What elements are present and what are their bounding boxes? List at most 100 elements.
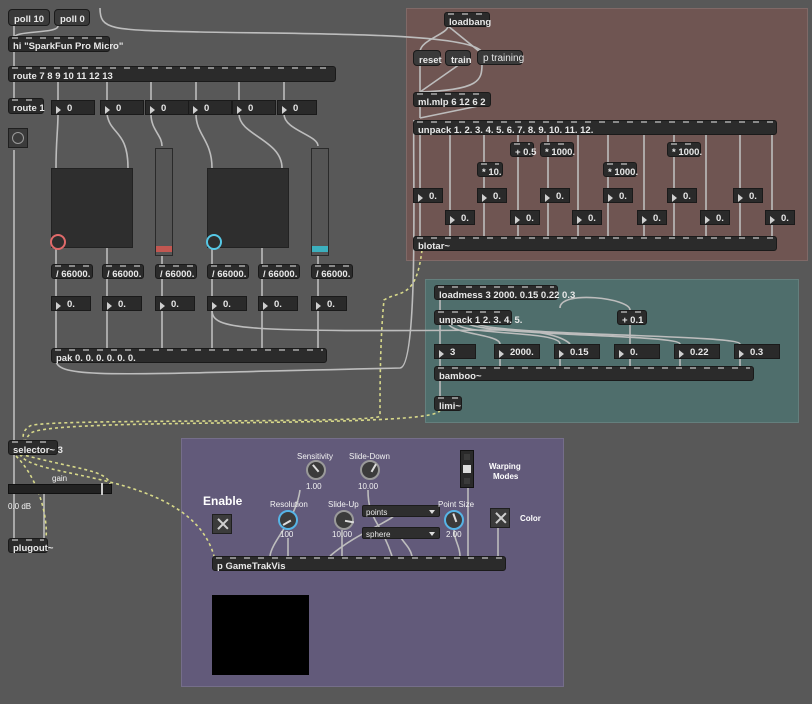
modes-label: Modes (493, 472, 519, 481)
poll-10-message[interactable]: poll 10 (8, 9, 50, 26)
loadbang-object[interactable]: loadbang (444, 12, 491, 28)
times-1000-object[interactable]: * 1000. (667, 142, 702, 158)
number-box[interactable]: 0. (155, 296, 195, 311)
divide-object[interactable]: / 66000. (311, 264, 353, 280)
color-toggle[interactable] (490, 508, 510, 528)
loadmess-object[interactable]: loadmess 3 2000. 0.15 0.22 0.3 (434, 285, 575, 301)
pak-object[interactable]: pak 0. 0. 0. 0. 0. 0. (51, 348, 327, 364)
number-box[interactable]: 0. (603, 188, 633, 203)
number-box[interactable]: 0. (510, 210, 540, 225)
number-box[interactable]: 0. (540, 188, 570, 203)
warping-radio-option[interactable] (464, 454, 470, 460)
divide-object[interactable]: / 66000. (102, 264, 144, 280)
number-box[interactable]: 3 (434, 344, 476, 359)
mode-points-menu[interactable]: points (362, 505, 440, 517)
poll-0-message[interactable]: poll 0 (54, 9, 90, 26)
point-size-label: Point Size (438, 500, 475, 509)
sensitivity-dial[interactable] (306, 460, 326, 480)
xy-pad-left-handle[interactable] (50, 234, 66, 250)
number-box[interactable]: 0. (311, 296, 347, 311)
train-message[interactable]: train (445, 50, 472, 66)
slide-up-value: 10.00 (332, 530, 353, 539)
route-object[interactable]: route 7 8 9 10 11 12 13 (8, 66, 336, 82)
number-box[interactable]: 0.15 (554, 344, 600, 359)
slider-left[interactable] (155, 148, 173, 256)
slider-left-knob[interactable] (156, 246, 172, 252)
sensitivity-label: Sensitivity (297, 452, 334, 461)
unpack-12-object[interactable]: unpack 1. 2. 3. 4. 5. 6. 7. 8. 9. 10. 11… (413, 120, 777, 136)
plus-01-object[interactable]: + 0.1 (617, 310, 647, 326)
slide-down-dial[interactable] (360, 460, 380, 480)
button-bang[interactable] (8, 128, 28, 148)
slide-down-label: Slide-Down (349, 452, 390, 461)
selector-object[interactable]: selector~ 3 (8, 440, 63, 456)
number-box[interactable]: 0. (700, 210, 730, 225)
limi-object[interactable]: limi~ (434, 396, 462, 412)
mode-sphere-menu[interactable]: sphere (362, 527, 440, 539)
times-1000-object[interactable]: * 1000. (540, 142, 575, 158)
plus-05-object[interactable]: + 0.5 (510, 142, 536, 158)
warping-radio-selected[interactable] (463, 465, 471, 473)
number-box[interactable]: 0. (572, 210, 602, 225)
enable-label: Enable (203, 494, 243, 508)
hi-object[interactable]: hi "SparkFun Pro Micro" (8, 36, 123, 52)
number-box[interactable]: 0. (765, 210, 795, 225)
point-size-dial[interactable] (444, 510, 464, 530)
enable-toggle[interactable] (212, 514, 232, 534)
number-box[interactable]: 0. (445, 210, 475, 225)
divide-object[interactable]: / 66000. (51, 264, 93, 280)
bang-circle (12, 132, 24, 144)
slide-down-value: 10.00 (358, 482, 379, 491)
ml-mlp-object[interactable]: ml.mlp 6 12 6 2 (413, 92, 491, 108)
plugout-object[interactable]: plugout~ (8, 538, 53, 554)
blotar-object[interactable]: blotar~ (413, 236, 777, 252)
divide-object[interactable]: / 66000. (207, 264, 249, 280)
slider-right[interactable] (311, 148, 329, 256)
point-size-value: 2.00 (446, 530, 462, 539)
bamboo-object[interactable]: bamboo~ (434, 366, 754, 382)
xy-pad-left[interactable] (51, 168, 133, 248)
unpack-5-object[interactable]: unpack 1 2. 3. 4. 5. (434, 310, 522, 326)
reset-message[interactable]: reset (413, 50, 442, 66)
warping-radio-option[interactable] (464, 478, 470, 484)
slide-up-dial[interactable] (334, 510, 354, 530)
gain-value: 0.0 dB (8, 502, 32, 511)
resolution-dial[interactable] (278, 510, 298, 530)
slider-right-knob[interactable] (312, 246, 328, 252)
number-box[interactable]: 0. (207, 296, 247, 311)
number-box[interactable]: 0 (51, 100, 95, 115)
number-box[interactable]: 0 (100, 100, 144, 115)
number-box[interactable]: 0. (477, 188, 507, 203)
warping-radio[interactable] (460, 450, 474, 488)
number-box[interactable]: 0 (145, 100, 189, 115)
number-box[interactable]: 2000. (494, 344, 540, 359)
number-box[interactable]: 0. (637, 210, 667, 225)
number-box[interactable]: 0.22 (674, 344, 720, 359)
divide-object[interactable]: / 66000. (155, 264, 197, 280)
render-window[interactable] (212, 595, 309, 675)
p-gametrakvis-object[interactable]: p GameTrakVis (212, 556, 506, 572)
number-box[interactable]: 0. (614, 344, 660, 359)
times-1000-object[interactable]: * 1000. (603, 162, 638, 178)
number-box[interactable]: 0 (188, 100, 232, 115)
gain-slider-knob[interactable] (101, 483, 103, 495)
number-box[interactable]: 0. (102, 296, 142, 311)
gain-slider[interactable] (8, 483, 112, 495)
number-box[interactable]: 0 (232, 100, 276, 115)
number-box[interactable]: 0. (51, 296, 91, 311)
number-box[interactable]: 0. (733, 188, 763, 203)
number-box[interactable]: 0 (277, 100, 317, 115)
times-10-object[interactable]: * 10. (477, 162, 503, 178)
number-box[interactable]: 0. (667, 188, 697, 203)
route-1-object[interactable]: route 1 (8, 98, 45, 114)
xy-pad-right[interactable] (207, 168, 289, 248)
number-box[interactable]: 0. (413, 188, 443, 203)
number-box[interactable]: 0. (258, 296, 298, 311)
slide-up-label: Slide-Up (328, 500, 359, 509)
p-training-object[interactable]: p training (477, 50, 524, 65)
number-box[interactable]: 0.3 (734, 344, 780, 359)
resolution-label: Resolution (270, 500, 308, 509)
xy-pad-right-handle[interactable] (206, 234, 222, 250)
divide-object[interactable]: / 66000. (258, 264, 300, 280)
sensitivity-value: 1.00 (306, 482, 322, 491)
